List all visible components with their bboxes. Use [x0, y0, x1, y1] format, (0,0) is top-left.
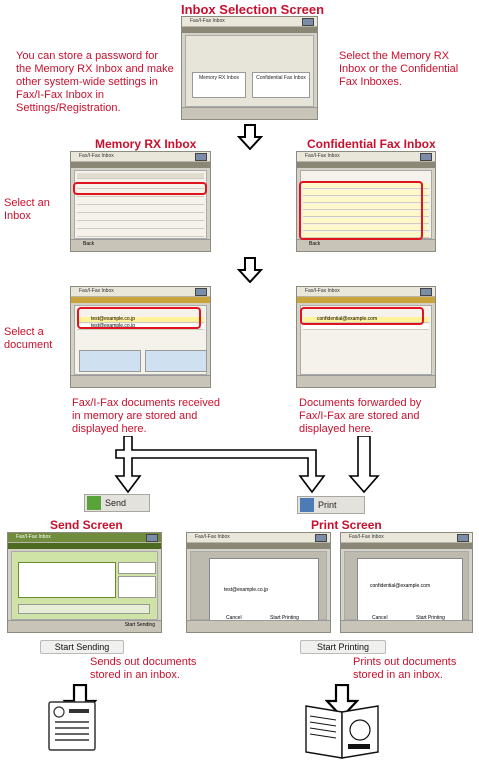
screen-title: Fax/I-Fax Inbox [190, 18, 225, 24]
title-confidential-fax-inbox: Confidential Fax Inbox [307, 137, 436, 151]
arrow-down-icon [325, 684, 359, 718]
start-sending-small-button[interactable]: Start Sending [124, 622, 155, 628]
print-icon [300, 498, 314, 512]
memory-rx-highlight [73, 182, 207, 195]
document-row[interactable]: test@example.co.jp [91, 316, 135, 322]
start-printing-small-button[interactable]: Start Printing [270, 615, 299, 621]
back-button[interactable]: Back [309, 241, 321, 247]
print-dialog-doc: test@example.co.jp [224, 587, 268, 593]
start-printing-small-button[interactable]: Start Printing [416, 615, 445, 621]
note-select-document: Select a document [4, 326, 53, 351]
document-row[interactable]: test@example.co.jp [91, 323, 135, 329]
start-sending-button[interactable]: Start Sending [40, 640, 124, 654]
memory-document-list-screen: Fax/I-Fax Inbox test@example.co.jp test@… [70, 286, 211, 388]
forwarded-document-list-screen: Fax/I-Fax Inbox confidential@example.com [296, 286, 436, 388]
memory-rx-inbox-screen: Fax/I-Fax Inbox Back [70, 151, 211, 252]
memory-doc-highlight [77, 307, 201, 329]
note-select-boxes: Select the Memory RX Inbox or the Confid… [339, 50, 459, 88]
cancel-button[interactable]: Cancel [372, 615, 388, 621]
title-memory-rx-inbox: Memory RX Inbox [95, 137, 197, 151]
note-sends: Sends out documents stored in an inbox. [90, 656, 197, 681]
title-print-screen: Print Screen [311, 518, 382, 532]
print-button[interactable]: Print [297, 496, 365, 514]
note-memory-docs: Fax/I-Fax documents received in memory a… [72, 397, 220, 435]
flow-connector [114, 436, 380, 494]
document-row[interactable]: confidential@example.com [317, 316, 378, 322]
back-button[interactable]: Back [83, 241, 95, 247]
send-screen: Fax/I-Fax Inbox Start Sending [7, 532, 162, 633]
memory-rx-inbox-button[interactable]: Memory RX Inbox [192, 72, 246, 98]
inbox-selection-screen: Fax/I-Fax Inbox Memory RX Inbox Confiden… [181, 16, 318, 120]
print-screen-2: Fax/I-Fax Inbox confidential@example.com… [340, 532, 473, 633]
forwarded-doc-highlight [300, 307, 424, 325]
arrow-down-icon [237, 124, 263, 150]
confidential-highlight [299, 181, 423, 240]
start-printing-button[interactable]: Start Printing [300, 640, 386, 654]
note-password: You can store a password for the Memory … [16, 50, 174, 114]
printed-booklet-icon [305, 705, 379, 759]
title-send-screen: Send Screen [50, 518, 123, 532]
fax-document-icon [48, 701, 96, 751]
send-icon [87, 496, 101, 510]
cancel-button[interactable]: Cancel [226, 615, 242, 621]
confidential-fax-inbox-button[interactable]: Confidential Fax Inbox [252, 72, 310, 98]
title-inbox-selection: Inbox Selection Screen [181, 2, 325, 17]
note-select-inbox: Select an Inbox [4, 197, 50, 222]
print-dialog-doc: confidential@example.com [370, 583, 431, 589]
arrow-down-icon [237, 257, 263, 283]
note-forwarded-docs: Documents forwarded by Fax/I-Fax are sto… [299, 397, 422, 435]
send-button[interactable]: Send [84, 494, 150, 512]
note-prints: Prints out documents stored in an inbox. [353, 656, 457, 681]
print-screen-1: Fax/I-Fax Inbox test@example.co.jp Cance… [186, 532, 331, 633]
